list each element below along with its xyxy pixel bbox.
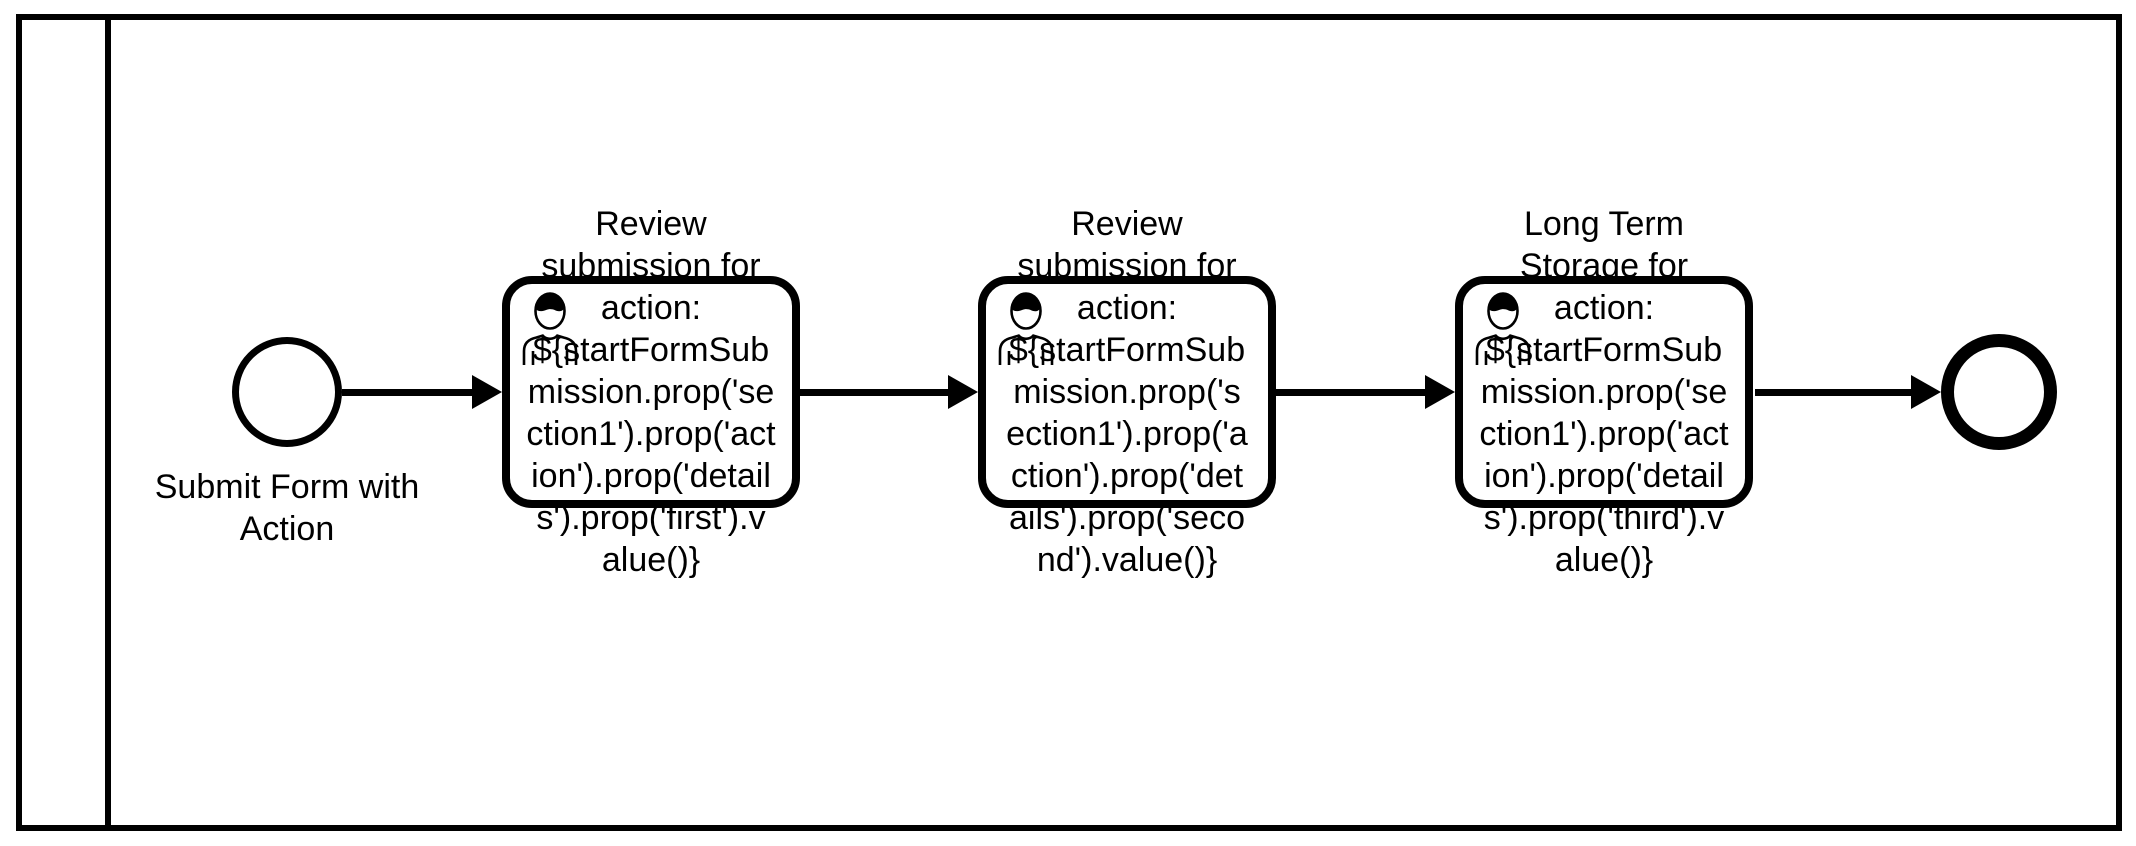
pool-boundary [16, 14, 2122, 831]
flow-line [800, 389, 948, 396]
task-1 [502, 276, 800, 508]
task-1-label: Review submission for action: ${startFor… [526, 205, 776, 579]
flow-line [342, 389, 472, 396]
start-event [232, 337, 342, 447]
arrowhead-icon [1425, 375, 1455, 409]
start-event-label: Submit Form with Action [154, 468, 420, 548]
end-event [1941, 334, 2057, 450]
arrowhead-icon [1911, 375, 1941, 409]
arrowhead-icon [948, 375, 978, 409]
arrowhead-icon [472, 375, 502, 409]
pool-label-band [22, 20, 111, 825]
task-2 [978, 276, 1276, 508]
flow-line [1755, 389, 1911, 396]
user-icon [522, 292, 578, 365]
user-icon [998, 292, 1054, 365]
task-2-label: Review submission for action: ${startFor… [1006, 205, 1248, 579]
flow-line [1276, 389, 1425, 396]
user-icon [1475, 292, 1531, 365]
task-3 [1455, 276, 1753, 508]
